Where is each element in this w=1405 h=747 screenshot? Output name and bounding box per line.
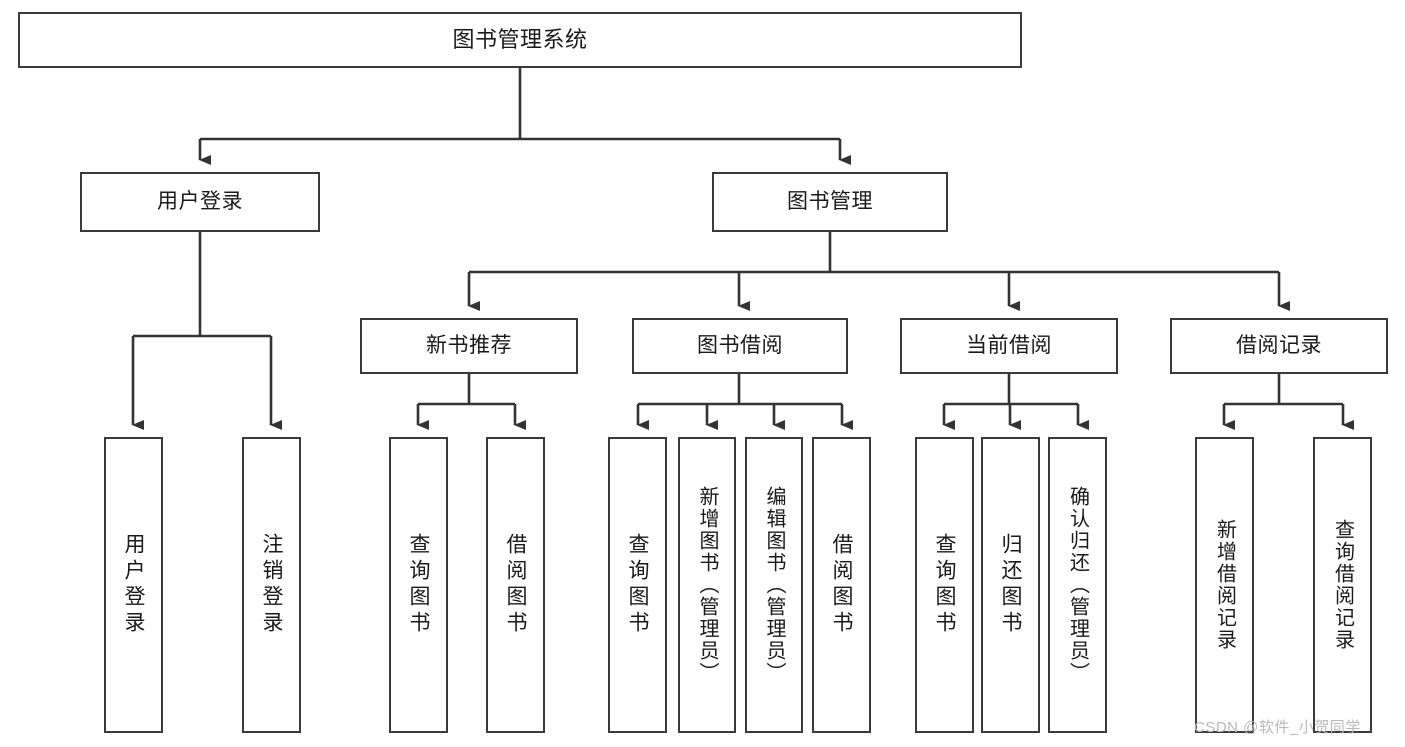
csdn-watermark: CSDN @软件_小贺同学	[1194, 719, 1361, 736]
leaf-user-logout-label: 注销登录	[260, 533, 283, 637]
leaf-edit-book[interactable]: 编辑图书（管理员）	[745, 437, 803, 733]
leaf-query-book-1[interactable]: 查询图书	[389, 437, 448, 733]
node-book-borrow-label: 图书借阅	[697, 334, 783, 358]
leaf-user-logout[interactable]: 注销登录	[242, 437, 301, 733]
leaf-query-book-3-label: 查询图书	[933, 533, 956, 637]
leaf-return-book-label: 归还图书	[999, 533, 1022, 637]
leaf-query-record[interactable]: 查询借阅记录	[1313, 437, 1372, 733]
node-borrow-record-label: 借阅记录	[1236, 334, 1322, 358]
node-user-login-label: 用户登录	[157, 190, 243, 214]
leaf-borrow-book-1[interactable]: 借阅图书	[486, 437, 545, 733]
leaf-return-book[interactable]: 归还图书	[981, 437, 1040, 733]
node-root-label: 图书管理系统	[452, 26, 588, 52]
leaf-add-record[interactable]: 新增借阅记录	[1195, 437, 1254, 733]
leaf-edit-book-label: 编辑图书（管理员）	[763, 486, 785, 684]
leaf-query-book-2[interactable]: 查询图书	[608, 437, 667, 733]
leaf-confirm-return-label: 确认归还（管理员）	[1066, 486, 1089, 684]
leaf-query-book-3[interactable]: 查询图书	[915, 437, 974, 733]
node-new-book-recommend-label: 新书推荐	[426, 334, 512, 358]
node-book-borrow[interactable]: 图书借阅	[632, 318, 848, 374]
leaf-confirm-return[interactable]: 确认归还（管理员）	[1048, 437, 1107, 733]
leaf-borrow-book-2[interactable]: 借阅图书	[812, 437, 871, 733]
node-root[interactable]: 图书管理系统	[18, 12, 1022, 68]
leaf-add-book-label: 新增图书（管理员）	[696, 486, 718, 684]
node-new-book-recommend[interactable]: 新书推荐	[360, 318, 578, 374]
leaf-query-book-2-label: 查询图书	[626, 533, 649, 637]
node-book-admin[interactable]: 图书管理	[712, 172, 948, 232]
leaf-borrow-book-1-label: 借阅图书	[504, 533, 527, 637]
leaf-user-login-label: 用户登录	[122, 533, 145, 637]
leaf-user-login[interactable]: 用户登录	[104, 437, 163, 733]
leaf-borrow-book-2-label: 借阅图书	[830, 533, 853, 637]
node-user-login[interactable]: 用户登录	[80, 172, 320, 232]
node-current-borrow-label: 当前借阅	[966, 334, 1052, 358]
leaf-add-book[interactable]: 新增图书（管理员）	[678, 437, 736, 733]
node-borrow-record[interactable]: 借阅记录	[1170, 318, 1388, 374]
node-current-borrow[interactable]: 当前借阅	[900, 318, 1118, 374]
leaf-query-book-1-label: 查询图书	[407, 533, 430, 637]
node-book-admin-label: 图书管理	[787, 190, 873, 214]
leaf-add-record-label: 新增借阅记录	[1213, 519, 1236, 651]
leaf-query-record-label: 查询借阅记录	[1331, 519, 1354, 651]
